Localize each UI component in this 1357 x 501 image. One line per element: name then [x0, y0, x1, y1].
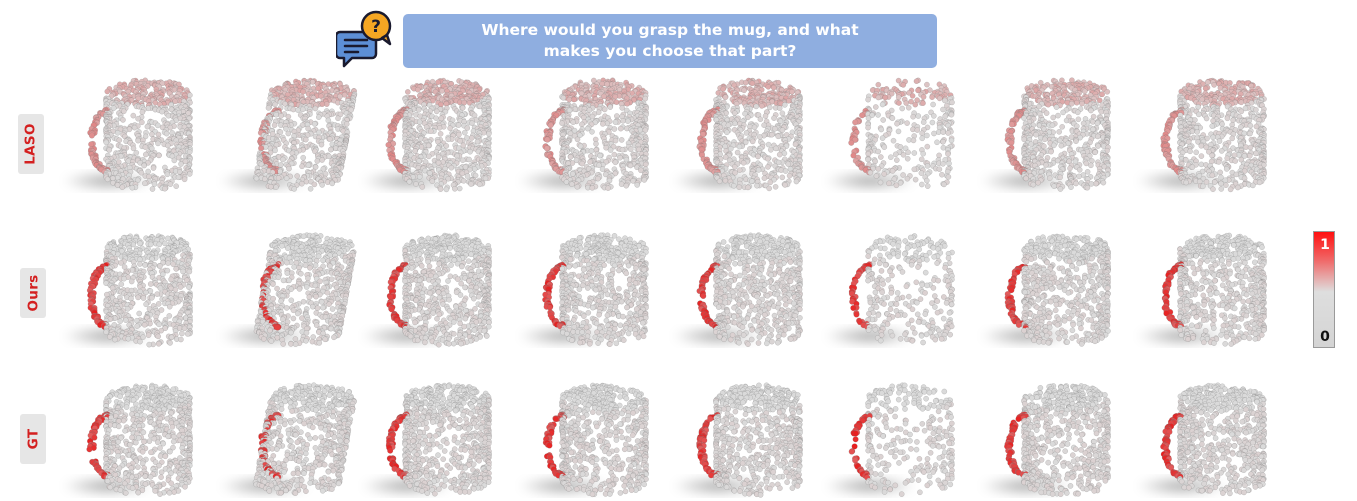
mug-pointcloud — [1136, 382, 1267, 497]
svg-text:?: ? — [371, 17, 381, 37]
mug-pointcloud — [672, 232, 803, 348]
colorbar-min-label: 0 — [1320, 329, 1330, 345]
mug-pointcloud — [980, 233, 1111, 347]
row-label-ours: Ours — [20, 268, 46, 318]
mug-pointcloud — [361, 382, 492, 497]
question-prompt: Where would you grasp the mug, and what … — [403, 14, 937, 68]
colorbar-max-label: 1 — [1320, 237, 1330, 253]
mug-pointcloud — [1136, 77, 1267, 193]
mug-pointcloud — [62, 382, 193, 497]
affordance-colorbar: 1 0 — [1313, 231, 1335, 348]
mug-pointcloud — [980, 77, 1111, 192]
question-chat-icon: ? — [336, 10, 392, 68]
mug-pointcloud — [361, 232, 492, 348]
mug-pointcloud — [1136, 232, 1267, 347]
mug-pointcloud — [518, 77, 649, 191]
mug-pointcloud — [219, 77, 358, 192]
mug-pointcloud-grid — [62, 77, 1267, 498]
mug-pointcloud — [219, 382, 357, 497]
mug-pointcloud — [518, 382, 649, 498]
mug-pointcloud — [518, 232, 649, 348]
mug-pointcloud — [361, 77, 492, 193]
row-label-gt: GT — [20, 414, 46, 464]
mug-pointcloud — [824, 382, 955, 497]
mug-pointcloud — [672, 382, 803, 498]
mug-pointcloud — [219, 232, 357, 348]
mug-pointcloud — [62, 233, 193, 348]
mug-pointcloud — [824, 77, 955, 191]
question-text: Where would you grasp the mug, and what … — [481, 21, 859, 60]
mug-pointcloud — [672, 77, 803, 192]
row-label-laso: LASO — [18, 114, 44, 174]
mug-pointcloud — [62, 77, 193, 192]
mug-pointcloud — [980, 383, 1111, 498]
mug-pointcloud — [824, 233, 955, 346]
